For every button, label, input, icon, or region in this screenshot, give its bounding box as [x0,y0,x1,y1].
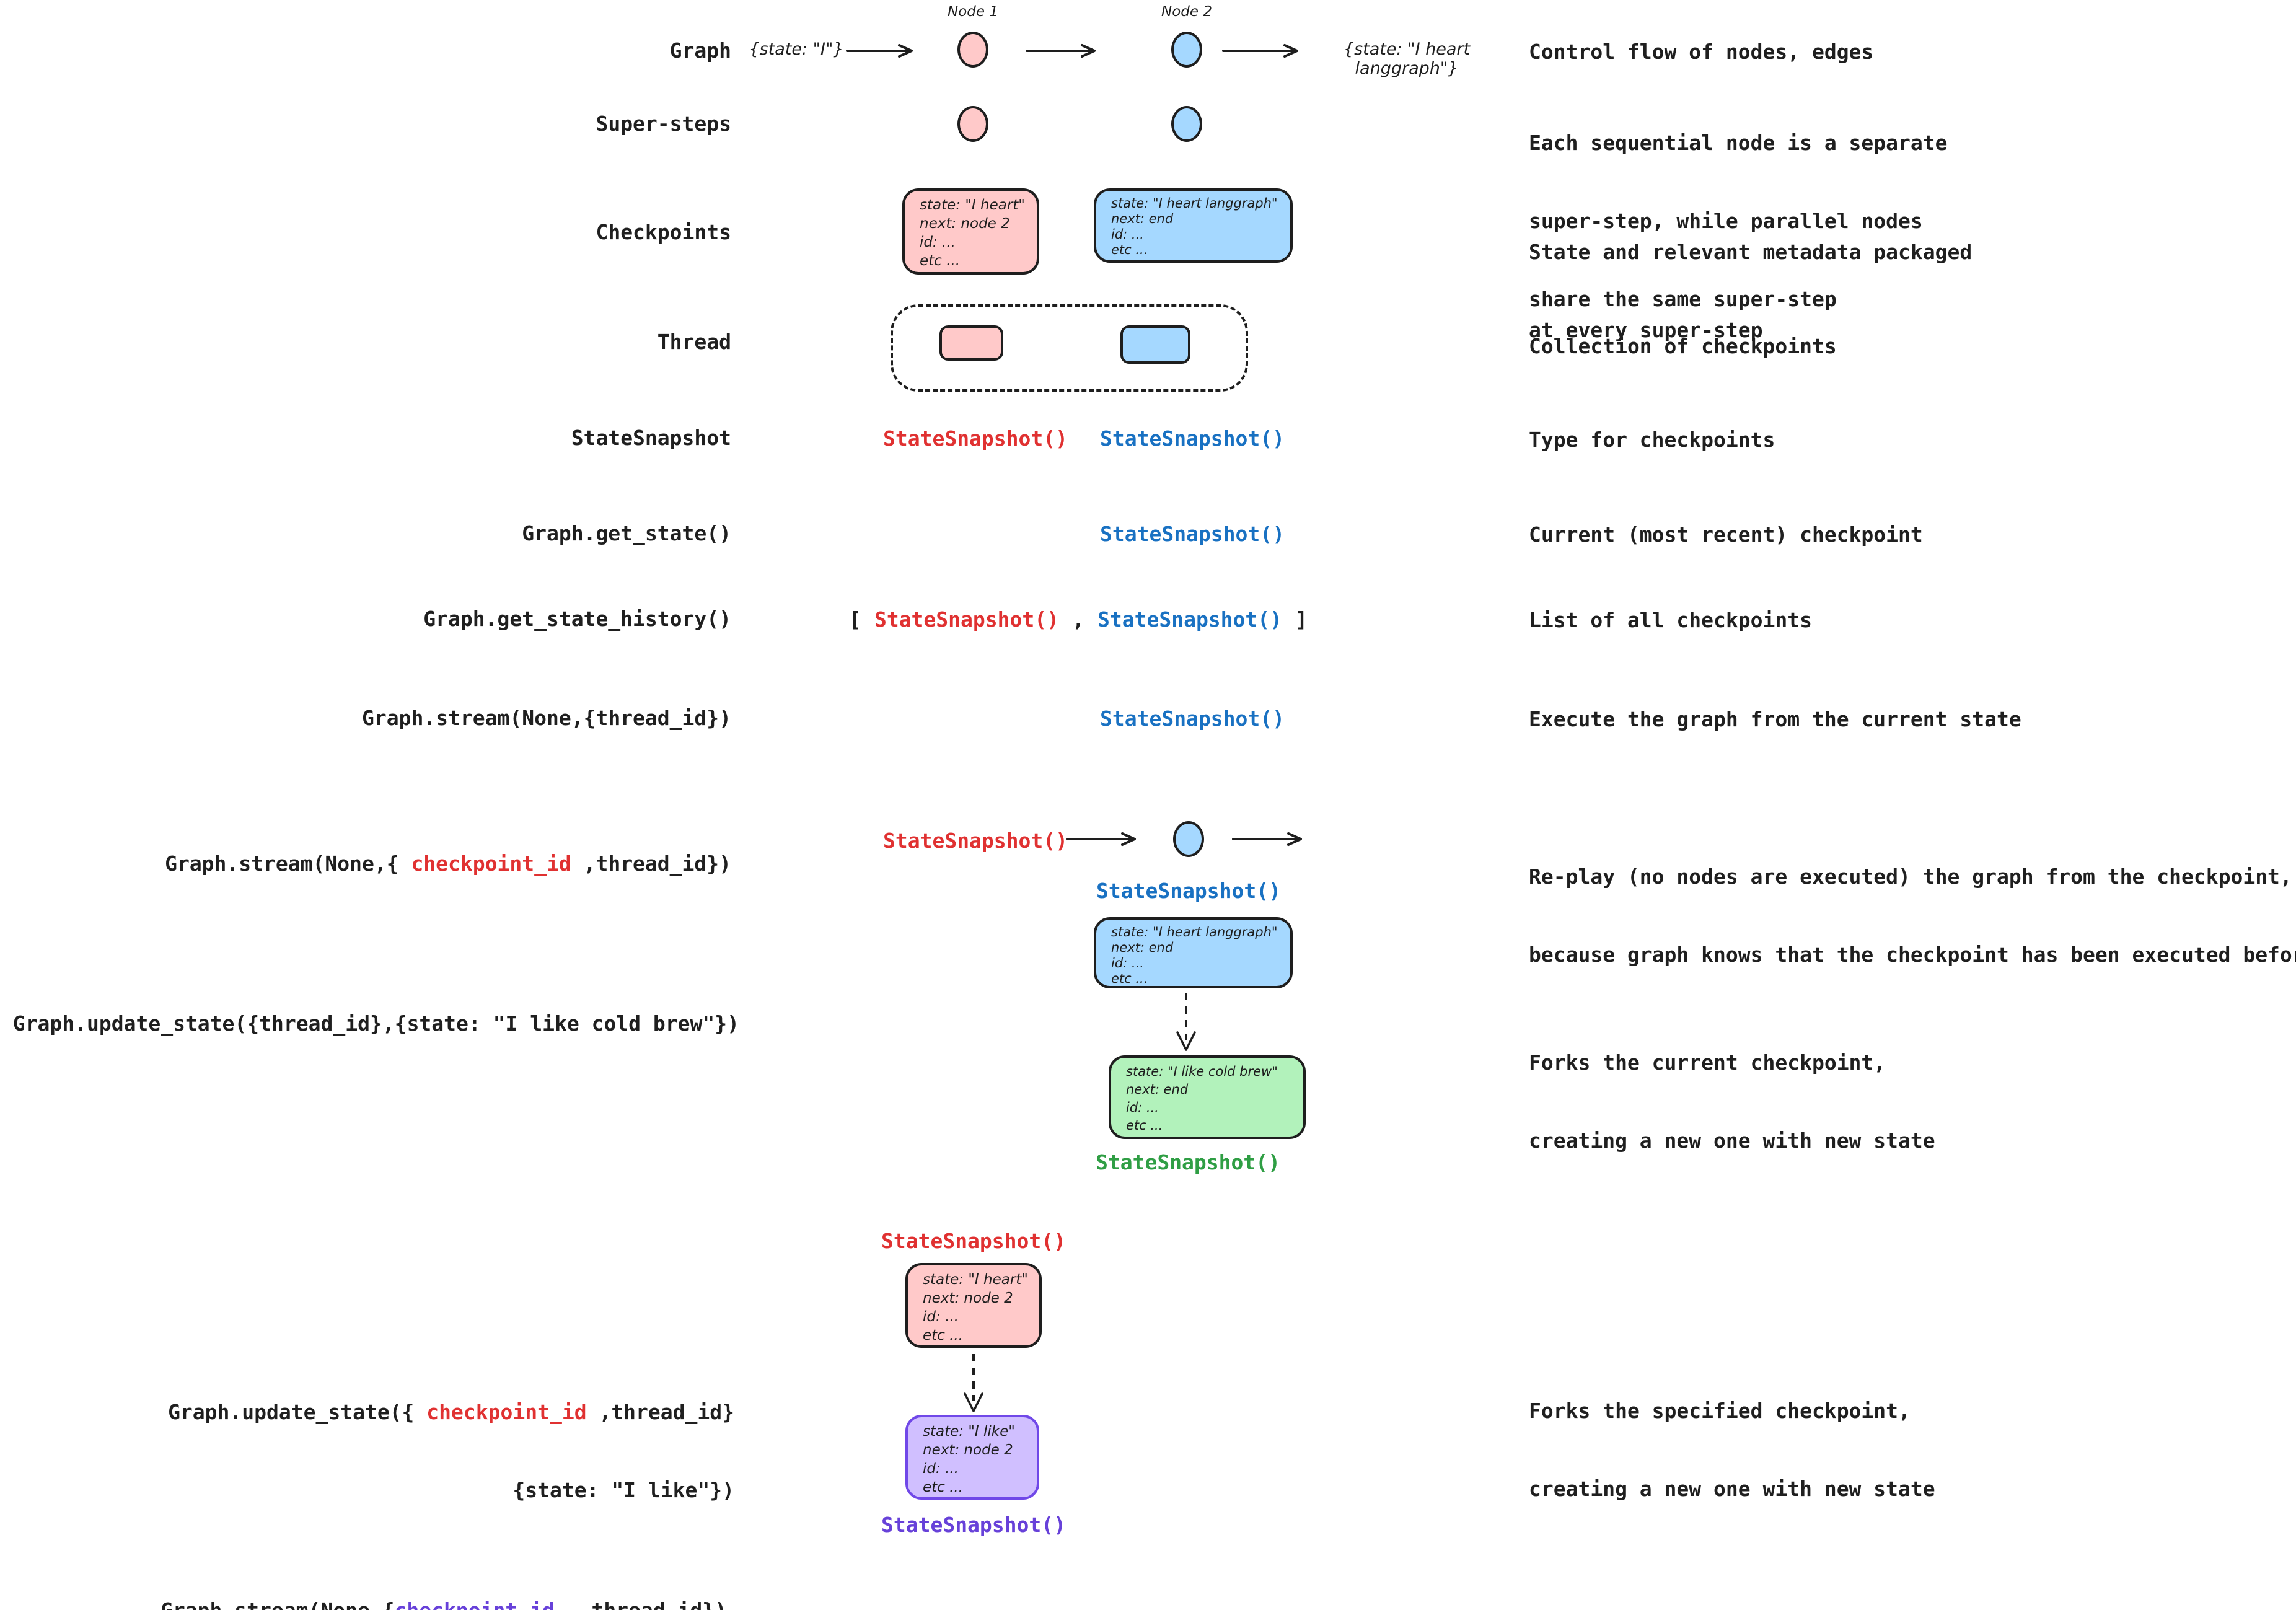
checkpoint-id-highlight: checkpoint_id [395,1598,555,1610]
checkpoint-card-green: state: "I like cold brew" next: end id: … [1109,1055,1306,1139]
state-snapshot-token-purple: StateSnapshot() [881,1513,1066,1537]
node1-circle [957,32,988,68]
graph-output-state-text: {state: "I heart langgraph"} [1343,40,1471,78]
row-desc-super-steps: Each sequential node is a separate super… [1529,131,1948,311]
thread-checkpoint-blue [1120,325,1190,364]
row-label-checkpoints: Checkpoints [596,220,731,244]
row-label-graph: Graph [669,38,731,63]
row-label-update-state-specified: Graph.update_state({ checkpoint_id ,thre… [168,1400,734,1502]
row-label-thread: Thread [657,330,731,354]
row-desc-stream-thread: Execute the graph from the current state [1529,707,2021,731]
state-snapshot-token-blue: StateSnapshot() [1096,879,1281,903]
state-snapshot-token-red: StateSnapshot() [882,829,1068,853]
row-desc-stream-checkpoint: Re-play (no nodes are executed) the grap… [1529,864,2296,967]
row-label-get-state: Graph.get_state() [522,521,731,545]
replay-node-circle [1173,821,1204,857]
row-desc-update-state-current: Forks the current checkpoint, creating a… [1529,1050,1935,1153]
state-snapshot-token-blue: StateSnapshot() [1097,607,1283,631]
node2-circle [1171,32,1202,68]
checkpoint-card-pink: state: "I heart" next: node 2 id: ... et… [902,188,1039,275]
row-desc-stream-forked: Re-invoke the graph from the forked chec… [1529,1555,2157,1610]
node1-title: Node 1 [948,4,998,20]
comma: , [1072,607,1084,631]
state-snapshot-token-red: StateSnapshot() [874,607,1059,631]
arrow-right-icon [1222,43,1306,58]
row-desc-update-state-specified: Forks the specified checkpoint, creating… [1529,1399,1935,1501]
arrow-down-dashed-icon [958,1353,989,1415]
state-snapshot-token-green: StateSnapshot() [1095,1150,1280,1174]
checkpoint-card-pink: state: "I heart" next: node 2 id: ... et… [905,1263,1042,1348]
bracket-open: [ [849,607,861,631]
row-label-stream-checkpoint: Graph.stream(None,{ checkpoint_id ,threa… [165,851,731,876]
arrow-right-icon [1026,43,1103,58]
row-desc-get-state-history: List of all checkpoints [1529,608,1812,632]
state-snapshot-token-blue: StateSnapshot() [1099,522,1285,546]
row-label-stream-thread: Graph.stream(None,{thread_id}) [361,706,731,730]
checkpoint-id-highlight: checkpoint_id [426,1400,587,1424]
row-label-state-snapshot: StateSnapshot [571,426,731,450]
graph-input-state-text: {state: "I"} [749,40,844,59]
bracket-close: ] [1295,607,1308,631]
row-label-super-steps: Super-steps [596,112,731,136]
checkpoint-id-highlight: checkpoint_id [411,851,571,876]
super-step-node2-circle [1171,106,1202,142]
row-desc-get-state: Current (most recent) checkpoint [1529,522,1923,547]
row-desc-thread: Collection of checkpoints [1529,334,1837,358]
arrow-right-icon [846,43,920,58]
row-label-stream-forked: Graph.stream(None,{checkpoint_id ,thread… [112,1574,727,1610]
checkpoint-card-blue: state: "I heart langgraph" next: end id:… [1094,917,1293,988]
row-desc-state-snapshot: Type for checkpoints [1529,428,1775,452]
state-snapshot-token-red: StateSnapshot() [881,1229,1066,1253]
thread-checkpoint-pink [939,325,1003,361]
arrow-right-icon [1232,832,1309,847]
arrow-down-dashed-icon [1171,992,1202,1054]
row-desc-graph: Control flow of nodes, edges [1529,40,1874,64]
row-label-update-state-current: Graph.update_state({thread_id},{state: "… [12,1011,739,1036]
thread-dashed-container [891,304,1248,392]
row-label-get-state-history: Graph.get_state_history() [423,607,731,631]
checkpoint-card-blue: state: "I heart langgraph" next: end id:… [1094,188,1293,263]
checkpoint-card-purple: state: "I like" next: node 2 id: ... etc… [905,1415,1039,1500]
arrow-right-icon [1066,832,1143,847]
snapshot-list-expression: [ StateSnapshot() , StateSnapshot() ] [849,607,1308,631]
super-step-node1-circle [957,106,988,142]
state-snapshot-token-red: StateSnapshot() [882,426,1068,451]
node2-title: Node 2 [1161,4,1212,20]
state-snapshot-token-blue: StateSnapshot() [1099,426,1285,451]
state-snapshot-token-blue: StateSnapshot() [1099,706,1285,731]
row-desc-checkpoints: State and relevant metadata packaged at … [1529,240,1973,342]
